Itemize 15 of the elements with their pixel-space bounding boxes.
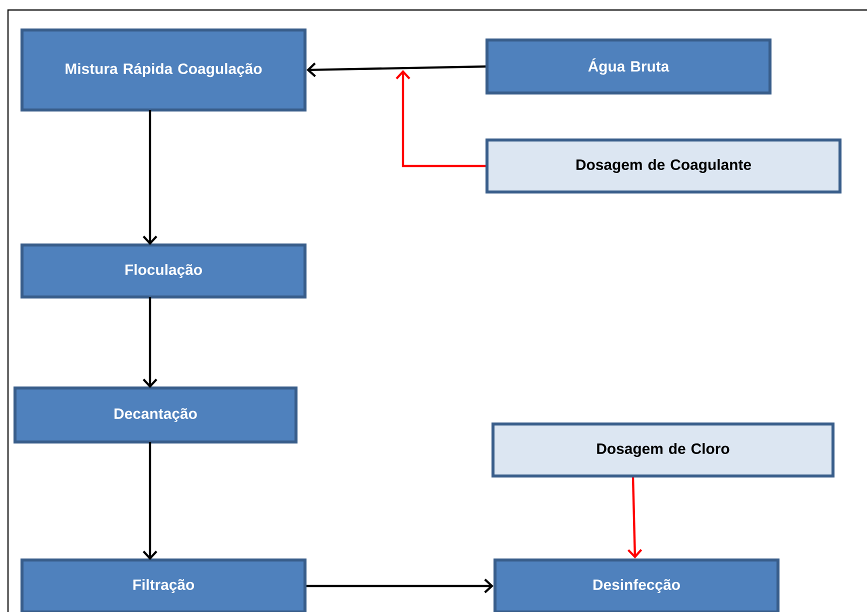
input-box: Dosagem de Coagulante [486, 138, 842, 194]
arrow [396, 70, 486, 168]
process-box: Água Bruta [486, 38, 772, 94]
arrow [142, 297, 158, 388]
process-box: Desinfecção [494, 558, 780, 612]
process-box: Filtração [20, 558, 306, 612]
arrow [142, 110, 158, 245]
input-box: Dosagem de Cloro [492, 422, 834, 478]
process-box: Decantação [14, 386, 298, 444]
arrow [306, 578, 494, 594]
arrow [628, 477, 642, 558]
arrow [142, 442, 158, 560]
arrow [306, 62, 486, 78]
process-box: Mistura Rápida Coagulação [20, 28, 306, 112]
process-box: Floculação [20, 244, 306, 298]
